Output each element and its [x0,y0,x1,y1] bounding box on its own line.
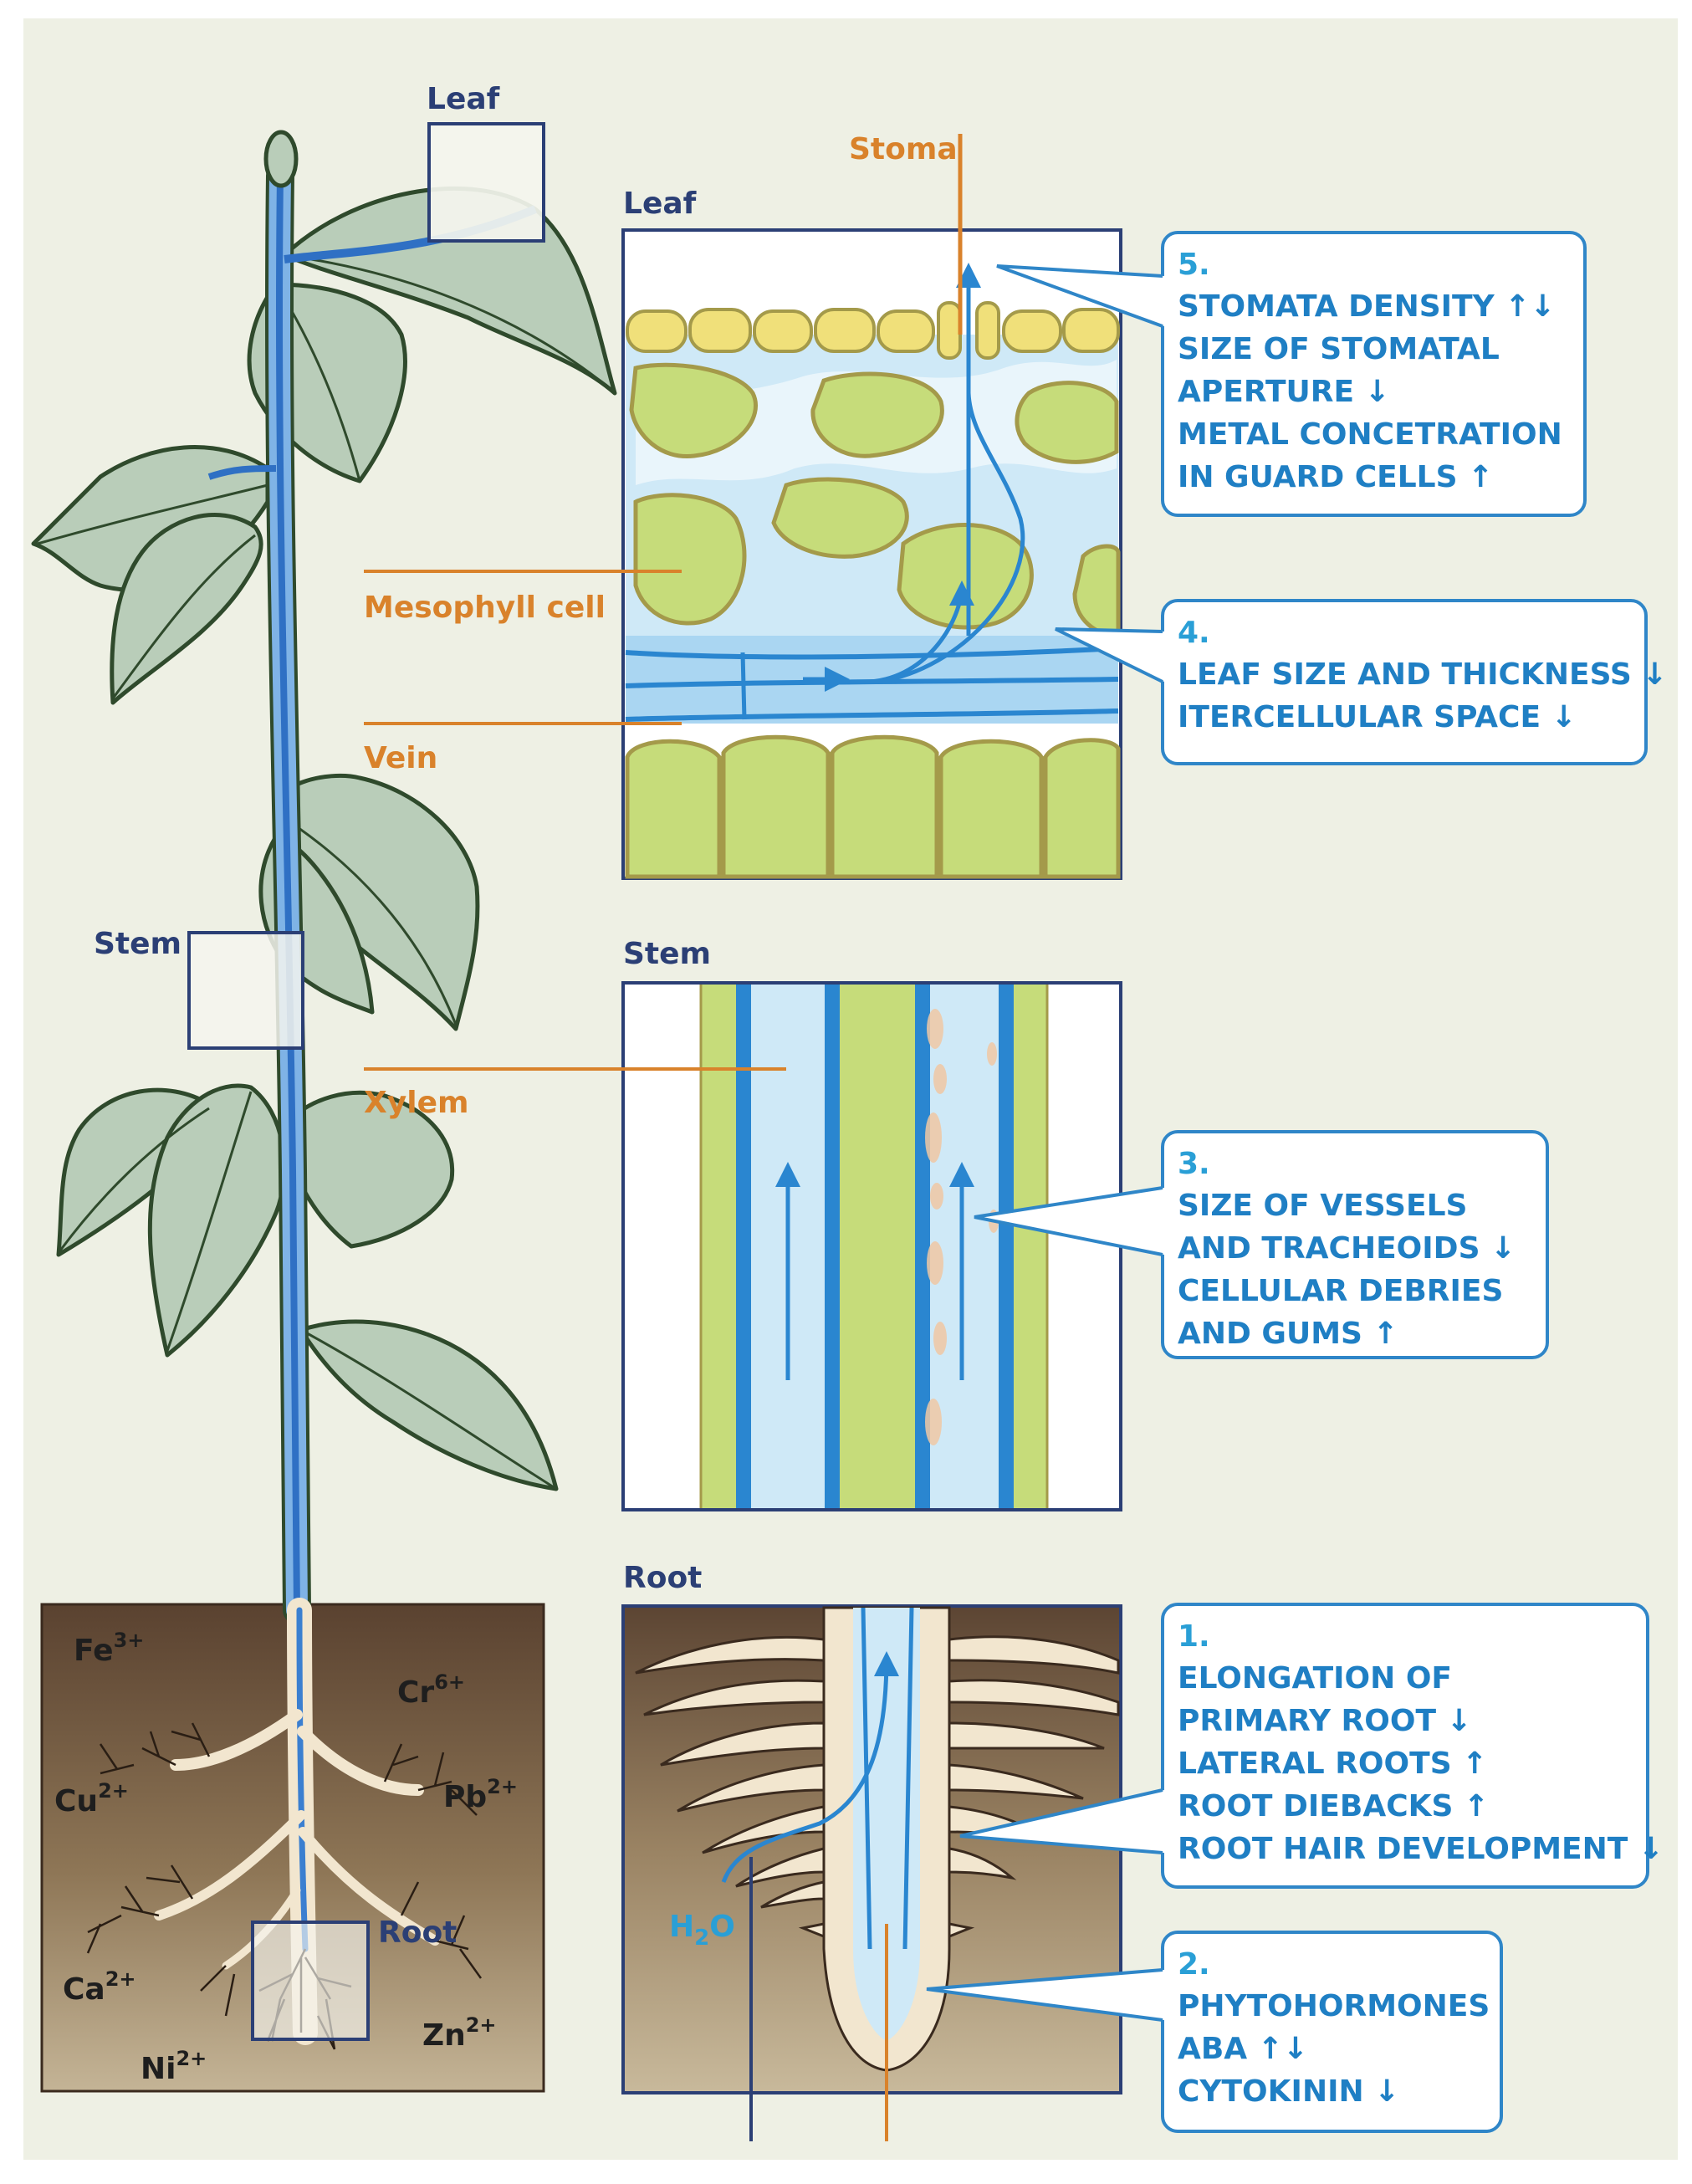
callout-pointer-fill [927,1970,1164,2020]
leaf-lower-right [278,1090,455,1249]
ion-ca: Ca2+ [63,1967,136,2007]
ion-fe: Fe3+ [74,1629,144,1668]
callout-line: PRIMARY ROOT ↓ [1178,1704,1472,1738]
callout-pointer-fill [960,1790,1164,1853]
leaf-selection-box [427,122,545,243]
callout-1: 1. ELONGATION OF PRIMARY ROOT ↓ LATERAL ROO… [959,1603,1664,1889]
callout-pointer [1055,627,1163,683]
callout-line: ELONGATION OF [1178,1661,1452,1696]
callout-pointer [926,1968,1163,2022]
callout-number: 1. [1178,1619,1210,1654]
h2o-label: H2O [669,1910,735,1951]
ion-cu: Cu2+ [54,1779,129,1818]
ion-pb: Pb2+ [443,1775,518,1814]
vessel-debris [925,1009,999,1445]
ion-base: Ca [63,1972,105,2007]
ion-ni: Ni2+ [141,2047,207,2086]
ion-zn: Zn2+ [422,2013,497,2053]
xylem-label: Xylem [364,1086,469,1120]
callout-box [1161,599,1648,765]
callout-pointer [959,1788,1163,1854]
callout-line: LATERAL ROOTS ↑ [1178,1747,1487,1781]
root-water-arrow [721,1651,899,1883]
callout-pointer-fill [974,1188,1164,1255]
root-selection-box [251,1921,370,2041]
callout-3: 3. SIZE OF VESSELS AND TRACHEOIDS ↓ CELLULA… [974,1130,1549,1359]
stem-selection-box [187,931,304,1050]
ion-cr: Cr6+ [397,1670,465,1710]
callout-pointer [996,264,1163,328]
ion-charge: 6+ [434,1670,465,1694]
callout-5: 5. STOMATA DENSITY ↑↓ SIZE OF STOMATAL APER… [996,231,1587,517]
callout-box [1161,1603,1649,1889]
callout-number: 2. [1178,1947,1210,1982]
ion-charge: 2+ [466,2013,497,2037]
mesophyll-cells [629,362,1121,638]
ion-charge: 2+ [105,1967,136,1991]
callout-line: METAL CONCETRATION [1178,417,1562,452]
ion-charge: 3+ [114,1629,145,1652]
callouts: 5. STOMATA DENSITY ↑↓ SIZE OF STOMATAL APER… [926,231,1668,2133]
plant-stem-label: Stem [94,927,181,961]
callout-line: AND TRACHEOIDS ↓ [1178,1231,1516,1266]
callout-box [1161,1931,1503,2133]
plant-illustration: Leaf Stem Root Fe3+Cr6+Cu2+Pb2+Ca2+Zn2+N… [31,82,617,2093]
callout-line: ABA ↑↓ [1178,2032,1308,2066]
callout-pointer [974,1186,1163,1256]
root-panel-title: Root [623,1561,702,1595]
callout-box [1161,231,1587,517]
stem-cross-section [621,981,1122,1511]
callout-line: AND GUMS ↑ [1178,1317,1398,1351]
callout-line: ITERCELLULAR SPACE ↓ [1178,700,1577,734]
leaf-water-arrows [803,263,1025,692]
ion-base: Pb [443,1780,487,1814]
mesophyll-label: Mesophyll cell [364,591,606,625]
callout-line: APERTURE ↓ [1178,375,1390,409]
ion-charge: 2+ [176,2047,207,2070]
lower-cells [625,734,1121,879]
ion-charge: 2+ [98,1779,129,1803]
ion-charge: 2+ [487,1775,518,1798]
soil-ions: Fe3+Cr6+Cu2+Pb2+Ca2+Zn2+Ni2+ [54,1629,518,2086]
ion-base: Fe [74,1634,114,1668]
callout-line: SIZE OF VESSELS [1178,1189,1467,1223]
root-cross-section [621,1604,1122,2100]
ion-base: Ni [141,2052,176,2086]
callout-line: PHYTOHORMONES [1178,1989,1490,2023]
leaf-vein [625,636,1119,724]
callout-number: 5. [1178,248,1210,282]
callout-4: 4. LEAF SIZE AND THICKNESS ↓ ITERCELLULAR … [1055,599,1668,765]
callout-number: 3. [1178,1147,1210,1181]
stoma-label: Stoma [849,132,958,166]
callout-number: 4. [1178,616,1210,650]
callout-line: ROOT DIEBACKS ↑ [1178,1789,1489,1823]
stem-bud [263,130,299,188]
root-hairs [635,1635,1120,1939]
callout-line: CELLULAR DEBRIES [1178,1274,1503,1308]
ion-base: Zn [422,2018,466,2053]
callout-line: SIZE OF STOMATAL [1178,332,1500,366]
callout-line: STOMATA DENSITY ↑↓ [1178,289,1556,324]
callout-line: CYTOKININ ↓ [1178,2074,1399,2109]
callout-2: 2. PHYTOHORMONES ABA ↑↓ CYTOKININ ↓ [926,1931,1503,2133]
vein-label: Vein [364,741,437,775]
leaf-cross-section [621,228,1122,880]
callout-line: ROOT HAIR DEVELOPMENT ↓ [1178,1832,1664,1866]
ion-base: Cr [397,1675,434,1710]
stem-panel-title: Stem [623,937,711,971]
plant-leaf-label: Leaf [427,82,500,116]
ion-base: Cu [54,1784,98,1818]
leaf-panel-title: Leaf [623,187,697,221]
upper-epidermis [626,301,1120,360]
plant-root-label: Root [378,1915,457,1950]
callout-line: IN GUARD CELLS ↑ [1178,460,1493,494]
callout-line: LEAF SIZE AND THICKNESS ↓ [1178,657,1668,692]
